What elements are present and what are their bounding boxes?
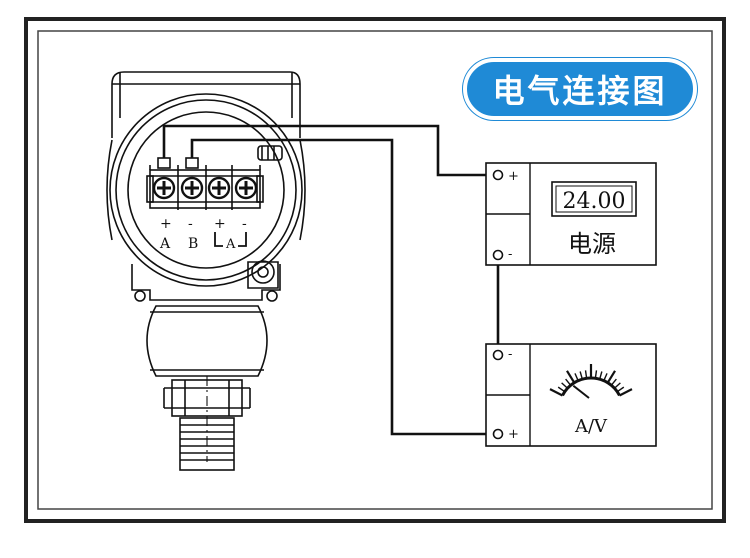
meter-gauge-tick — [594, 370, 598, 379]
supply-terminal-minus — [492, 249, 504, 261]
supply-display-value: 24.00 — [563, 189, 626, 214]
meter-gauge-tick — [561, 382, 568, 389]
meter-gauge-icon — [549, 364, 633, 399]
meter-gauge-tick — [565, 378, 572, 386]
meter-gauge-tick — [616, 386, 625, 393]
supply-terminal-plus — [492, 169, 504, 181]
supply-display — [551, 181, 637, 217]
transmitter-top-cover — [111, 71, 301, 138]
supply-plus-label: + — [508, 169, 519, 184]
meter-minus-label: - — [508, 347, 512, 362]
wire-minus-to-meter — [190, 138, 498, 436]
terminal-minus-1: - — [188, 216, 193, 232]
wire-pins — [157, 157, 199, 169]
threaded-connector — [179, 417, 235, 471]
sensor-body — [146, 305, 268, 377]
title-text: 电气连接图 — [492, 72, 668, 110]
terminal-screw-4 — [234, 176, 258, 200]
meter-gauge-tick — [610, 378, 617, 386]
meter-plus-label: + — [508, 427, 519, 442]
meter-gauge-tick — [557, 386, 566, 393]
outer-frame — [24, 17, 726, 523]
meter-gauge-tick — [579, 371, 583, 380]
meter-gauge-tick — [614, 382, 621, 389]
title-badge: 电气连接图 — [463, 58, 697, 120]
wiring — [162, 124, 500, 436]
terminal-screw-1 — [152, 176, 176, 200]
meter-gauge-tick — [549, 388, 563, 397]
terminal-screw-2 — [180, 176, 204, 200]
meter-terminal-plus — [492, 428, 504, 440]
meter-gauge-arc — [561, 376, 621, 397]
terminal-legend: + - + - A B A — [159, 216, 247, 252]
terminal-plus-2: + — [214, 216, 226, 232]
transmitter-housing — [109, 93, 303, 287]
meter-gauge-tick — [619, 388, 633, 397]
meter-gauge-tick — [566, 370, 576, 384]
supply-label: 电源 — [568, 230, 616, 258]
meter-gauge-tick — [603, 373, 608, 381]
meter-label: A/V — [574, 416, 608, 437]
meter-gauge-tick — [574, 373, 579, 381]
terminal-bracket — [214, 232, 247, 247]
terminal-label-b: B — [188, 236, 198, 252]
terminal-minus-2: - — [242, 216, 247, 232]
transmitter — [106, 71, 306, 471]
inner-frame — [37, 30, 713, 510]
supply-minus-label: - — [508, 247, 512, 262]
meter-gauge-tick — [599, 371, 603, 380]
terminal-plus-1: + — [160, 216, 172, 232]
meter-gauge-needle — [572, 384, 590, 399]
ground-screw — [251, 260, 275, 284]
meter: - + A/V — [485, 343, 657, 447]
meter-gauge-tick — [606, 370, 616, 384]
terminal-screw-3 — [207, 176, 231, 200]
meter-gauge-tick — [584, 370, 588, 379]
power-supply: + - 24.00 电源 — [485, 162, 657, 266]
terminal-label-a-bracket: A — [225, 237, 236, 252]
wire-plus-to-supply — [162, 124, 498, 177]
meter-terminal-minus — [492, 349, 504, 361]
terminal-label-a: A — [159, 236, 171, 252]
